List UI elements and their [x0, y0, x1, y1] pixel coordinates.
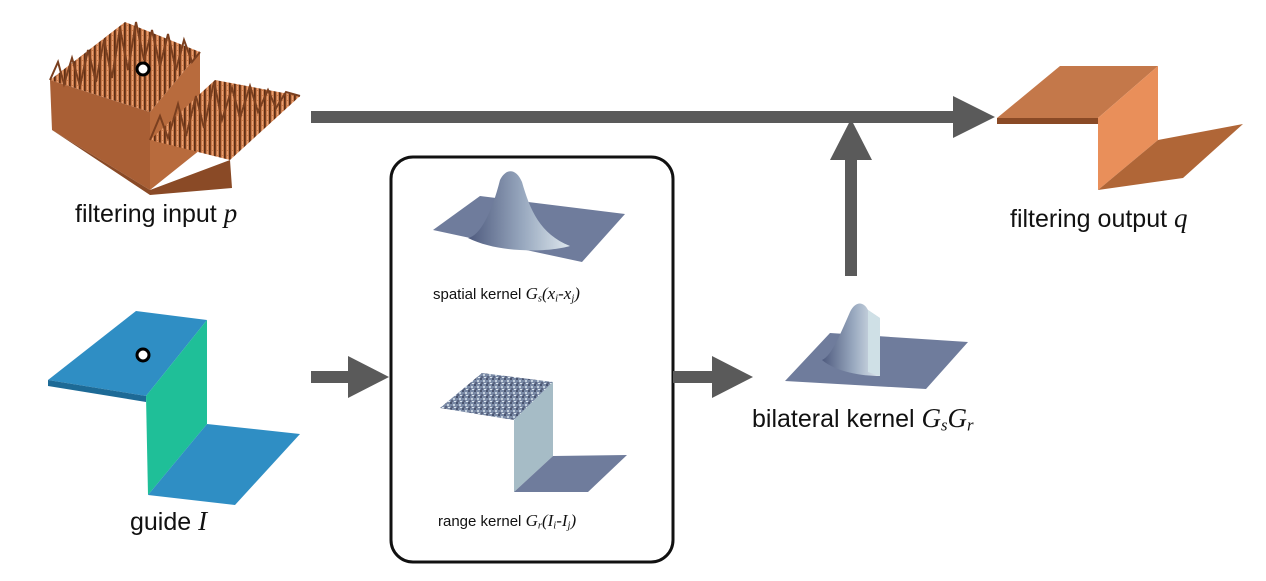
bilateral-kernel-surface — [785, 303, 968, 389]
input-pixel-marker — [135, 61, 151, 77]
spatial-kernel-label: spatial kernel Gs(xi-xj) — [433, 284, 580, 304]
guide-pixel-marker — [135, 347, 151, 363]
arrow-input-to-output — [311, 96, 995, 138]
filtering-input-label: filtering input p — [75, 198, 237, 229]
range-close: ) — [570, 511, 577, 530]
filtering-output-label: filtering output q — [1010, 203, 1188, 234]
range-sub-r: r — [537, 520, 542, 532]
spatial-mid: -x — [558, 284, 572, 303]
arrow-guide-to-kernels — [311, 356, 389, 398]
range-kernel-label: range kernel Gr(Ii-Ij) — [438, 511, 576, 531]
filtering-input-text: filtering input — [75, 200, 224, 228]
guide-symbol: I — [198, 506, 208, 536]
filtering-input-surface — [49, 21, 301, 195]
bilateral-sub-s: s — [941, 415, 948, 435]
filtering-output-text: filtering output — [1010, 205, 1174, 233]
spatial-open: (x — [541, 284, 556, 303]
bilateral-G2: G — [947, 403, 968, 433]
range-mid: -I — [556, 511, 568, 530]
spatial-kernel-text: spatial kernel — [433, 286, 526, 303]
filtering-output-surface — [997, 66, 1243, 190]
range-sub-j: j — [567, 520, 571, 532]
bilateral-kernel-text: bilateral kernel — [752, 405, 922, 433]
spatial-sub-s: s — [537, 293, 542, 305]
spatial-sub-i: i — [555, 293, 559, 305]
bilateral-G1: G — [921, 403, 942, 433]
spatial-G: G — [525, 284, 538, 303]
spatial-kernel-surface — [433, 171, 625, 262]
bilateral-kernel-label: bilateral kernel GsGr — [752, 403, 974, 436]
guide-label: guide I — [130, 506, 207, 537]
spatial-sub-j: j — [571, 293, 575, 305]
arrow-bilateral-up — [830, 119, 872, 276]
bilateral-kernel-formula: GsGr — [921, 403, 974, 435]
range-open: (I — [541, 511, 554, 530]
filtering-input-symbol: p — [223, 198, 238, 228]
range-sub-i: i — [553, 520, 557, 532]
range-kernel-surface — [440, 373, 627, 492]
range-kernel-text: range kernel — [438, 513, 526, 530]
arrow-kernels-to-bilateral — [673, 356, 753, 398]
range-G: G — [525, 511, 538, 530]
guide-surface — [48, 311, 300, 505]
range-kernel-formula: Gr(Ii-Ij) — [525, 511, 577, 532]
spatial-close: ) — [574, 284, 580, 303]
guide-text: guide — [130, 508, 199, 536]
filtering-output-symbol: q — [1174, 203, 1188, 233]
bilateral-sub-r: r — [967, 415, 974, 435]
kernel-box — [389, 155, 675, 564]
spatial-kernel-formula: Gs(xi-xj) — [525, 284, 580, 305]
